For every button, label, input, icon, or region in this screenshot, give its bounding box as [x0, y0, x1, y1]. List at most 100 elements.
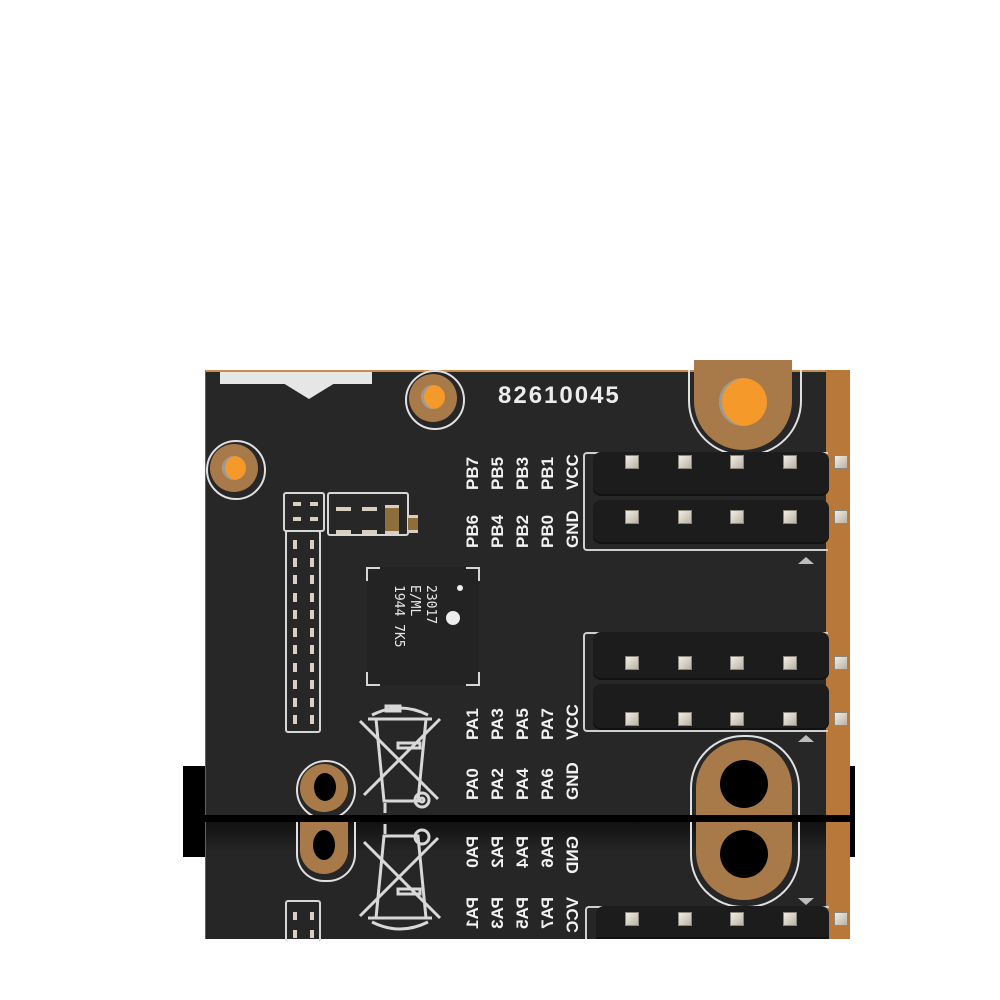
reflected-drill-large [720, 830, 768, 878]
pin-label: PA0 [463, 768, 482, 800]
pin-label: PA2 [488, 768, 507, 800]
pin-label: PA4 [513, 768, 532, 800]
header-pin [678, 455, 692, 469]
pin-label: VCC [563, 454, 582, 490]
smd-pad [310, 662, 314, 672]
serial-number: 82610045 [498, 382, 621, 409]
header-pin [834, 510, 848, 524]
header-pin [625, 455, 639, 469]
smd-pad [310, 627, 314, 637]
smd-pad [293, 627, 297, 637]
pin1-dot-icon [457, 585, 463, 591]
smd-pad [293, 680, 297, 689]
pin-label: PB2 [513, 514, 532, 548]
header-pin [730, 510, 744, 524]
header-pin [730, 712, 744, 726]
header-pin [625, 510, 639, 524]
board-edge-copper [826, 370, 850, 815]
reflected-connector-outline [285, 900, 321, 942]
reflected-hole [296, 822, 356, 882]
header-pin [834, 656, 848, 670]
header-pin [730, 912, 744, 926]
silkscreen-tab [220, 372, 372, 384]
header-pin [678, 510, 692, 524]
pin-label: PB5 [488, 456, 507, 490]
chip-marking: 1944 7K5 [391, 585, 406, 648]
header-pin [730, 455, 744, 469]
connector-outline-vertical [285, 530, 321, 733]
header-pin [678, 712, 692, 726]
drill-hole-large [719, 378, 767, 426]
pin-label: PA5 [513, 708, 532, 740]
pin-label: VCC [563, 704, 582, 740]
capacitor [385, 505, 399, 534]
smd-pad [310, 540, 314, 549]
reflected-pin-label: PA5 [513, 897, 532, 929]
smd-pad [293, 575, 297, 584]
smd-pad [310, 610, 314, 619]
reflected-drill [313, 830, 335, 860]
pin-label: PB4 [488, 514, 507, 548]
header-pin [625, 656, 639, 670]
reflected-pin-label: VCC [563, 897, 582, 933]
drill-hole-large [720, 760, 768, 808]
header-pin [783, 510, 797, 524]
smd-pad [293, 645, 297, 654]
header-pin [678, 912, 692, 926]
smd-pad [310, 697, 314, 707]
reflected-weee-bin-icon [358, 824, 442, 931]
mounting-hole-top-small [405, 370, 465, 430]
smd-pad [362, 530, 377, 534]
pin-label: PB1 [538, 456, 557, 490]
header-pin [625, 912, 639, 926]
header-pin [783, 656, 797, 670]
smd-pad [293, 557, 297, 567]
header-pin [625, 712, 639, 726]
pin-label: GND [563, 510, 582, 548]
reflected-pin-label: PA1 [463, 897, 482, 929]
header-pin [730, 656, 744, 670]
reflected-pin-label: PA7 [538, 897, 557, 929]
reflected-pin-label: PA0 [463, 836, 482, 868]
header-pin [678, 656, 692, 670]
smd-pad [310, 930, 314, 938]
header-pin [834, 912, 848, 926]
pin-label: PA3 [488, 708, 507, 740]
reflected-pin-label: PA4 [513, 836, 532, 868]
capacitor-small [408, 515, 418, 533]
reflected-pin-label: PA2 [488, 836, 507, 868]
chip-corner-mark [366, 672, 380, 686]
reflection-gap [205, 815, 827, 822]
pin-label: PB6 [463, 514, 482, 548]
pin-label: PB3 [513, 456, 532, 490]
pin-label: PA6 [538, 768, 557, 800]
component-outline-resistors [327, 492, 409, 536]
smd-pad [310, 575, 314, 584]
mounting-hole-left [206, 440, 266, 500]
drill-hole [314, 773, 336, 801]
smd-pad [310, 912, 314, 920]
header-pin [783, 912, 797, 926]
drill-hole [421, 385, 445, 409]
smd-pad [293, 912, 297, 920]
smd-pad [362, 507, 377, 511]
smd-pad [293, 715, 297, 724]
drill-hole [222, 456, 246, 480]
header-pin [783, 455, 797, 469]
smd-pad [293, 697, 297, 707]
smd-pad [293, 592, 297, 602]
smd-pad [310, 592, 314, 602]
smd-pad [293, 540, 297, 549]
reflected-pin-label: PA3 [488, 897, 507, 929]
smd-pad [293, 662, 297, 672]
header-pin [834, 712, 848, 726]
smd-pad [293, 517, 301, 521]
smd-pad [310, 502, 318, 506]
chip-marking: 23017 [423, 585, 438, 625]
smd-pad [293, 930, 297, 938]
chip-marking: E/ML [407, 585, 422, 617]
pin-label: PB0 [538, 514, 557, 548]
pin-label: PA1 [463, 708, 482, 740]
weee-crossed-bin-icon [358, 704, 442, 813]
pin1-indicator-icon [798, 735, 814, 742]
